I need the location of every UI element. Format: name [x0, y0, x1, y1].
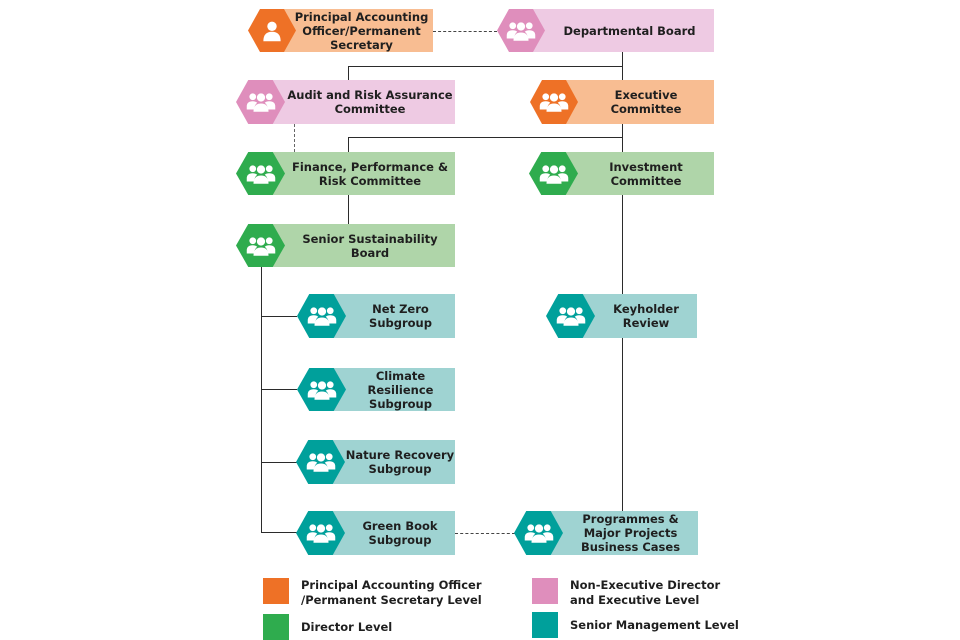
- connector-line: [348, 137, 623, 138]
- node-principal-accounting-officer[interactable]: Principal Accounting Officer/Permanent S…: [248, 9, 433, 52]
- node-keyholder-review[interactable]: Keyholder Review: [546, 294, 697, 338]
- group-icon: [556, 305, 586, 327]
- connector-line: [348, 137, 349, 152]
- node-label: Investment Committee: [609, 159, 683, 188]
- legend-label: Principal Accounting Officer /Permanent …: [301, 578, 482, 607]
- group-icon: [524, 522, 554, 544]
- group-icon: [246, 91, 276, 113]
- connector-line: [622, 52, 623, 511]
- legend-item-pao-level: Principal Accounting Officer /Permanent …: [263, 578, 493, 608]
- node-label: Nature Recovery Subgroup: [345, 448, 455, 476]
- legend-label: Non-Executive Director and Executive Lev…: [570, 578, 721, 607]
- node-label: Programmes & Major Projects Business Cas…: [580, 512, 681, 554]
- connector-line: [261, 462, 297, 463]
- node-net-zero-subgroup[interactable]: Net Zero Subgroup: [297, 294, 455, 338]
- dashed-connector: [294, 124, 295, 152]
- legend-label: Director Level: [301, 620, 393, 634]
- node-audit-risk-assurance-committee[interactable]: Audit and Risk Assurance Committee: [236, 80, 455, 124]
- legend-item-non-exec-level: Non-Executive Director and Executive Lev…: [532, 578, 732, 608]
- connector-line: [261, 267, 262, 532]
- connector-line: [348, 195, 349, 224]
- node-label: Green Book Subgroup: [362, 519, 438, 547]
- node-departmental-board[interactable]: Departmental Board: [497, 9, 714, 52]
- group-icon: [306, 522, 336, 544]
- legend-item-director-level: Director Level: [263, 614, 493, 640]
- node-label: Net Zero Subgroup: [369, 302, 432, 330]
- node-nature-recovery-subgroup[interactable]: Nature Recovery Subgroup: [296, 440, 455, 484]
- group-icon: [506, 20, 536, 42]
- node-label: Keyholder Review: [613, 302, 679, 330]
- connector-line: [261, 532, 297, 533]
- connector-line: [261, 316, 297, 317]
- node-label: Finance, Performance & Risk Committee: [292, 159, 448, 188]
- group-icon: [539, 91, 569, 113]
- connector-line: [261, 389, 297, 390]
- node-senior-sustainability-board[interactable]: Senior Sustainability Board: [236, 224, 455, 267]
- connector-line: [348, 66, 623, 67]
- legend-swatch: [263, 578, 289, 604]
- node-label: Departmental Board: [563, 23, 696, 38]
- group-icon: [307, 305, 337, 327]
- group-icon: [246, 235, 276, 257]
- legend-swatch: [532, 578, 558, 604]
- node-investment-committee[interactable]: Investment Committee: [529, 152, 714, 195]
- node-executive-committee[interactable]: Executive Committee: [530, 80, 714, 124]
- node-label: Executive Committee: [610, 88, 682, 116]
- dashed-connector: [455, 533, 515, 534]
- node-climate-resilience-subgroup[interactable]: Climate Resilience Subgroup: [297, 368, 455, 411]
- node-label: Senior Sustainability Board: [302, 231, 438, 260]
- node-label: Audit and Risk Assurance Committee: [287, 88, 453, 116]
- node-label: Climate Resilience Subgroup: [367, 368, 434, 411]
- legend-item-senior-management-level: Senior Management Level: [532, 612, 752, 638]
- dashed-connector: [433, 31, 497, 32]
- node-label: Principal Accounting Officer/Permanent S…: [294, 9, 429, 52]
- connector-line: [348, 66, 349, 80]
- legend-swatch: [263, 614, 289, 640]
- node-green-book-subgroup[interactable]: Green Book Subgroup: [296, 511, 455, 555]
- node-programmes-major-projects[interactable]: Programmes & Major Projects Business Cas…: [514, 511, 698, 555]
- group-icon: [539, 163, 569, 185]
- group-icon: [307, 379, 337, 401]
- node-finance-performance-risk-committee[interactable]: Finance, Performance & Risk Committee: [236, 152, 455, 195]
- person-icon: [261, 20, 283, 42]
- group-icon: [306, 451, 336, 473]
- legend-swatch: [532, 612, 558, 638]
- group-icon: [246, 163, 276, 185]
- legend-label: Senior Management Level: [570, 618, 739, 632]
